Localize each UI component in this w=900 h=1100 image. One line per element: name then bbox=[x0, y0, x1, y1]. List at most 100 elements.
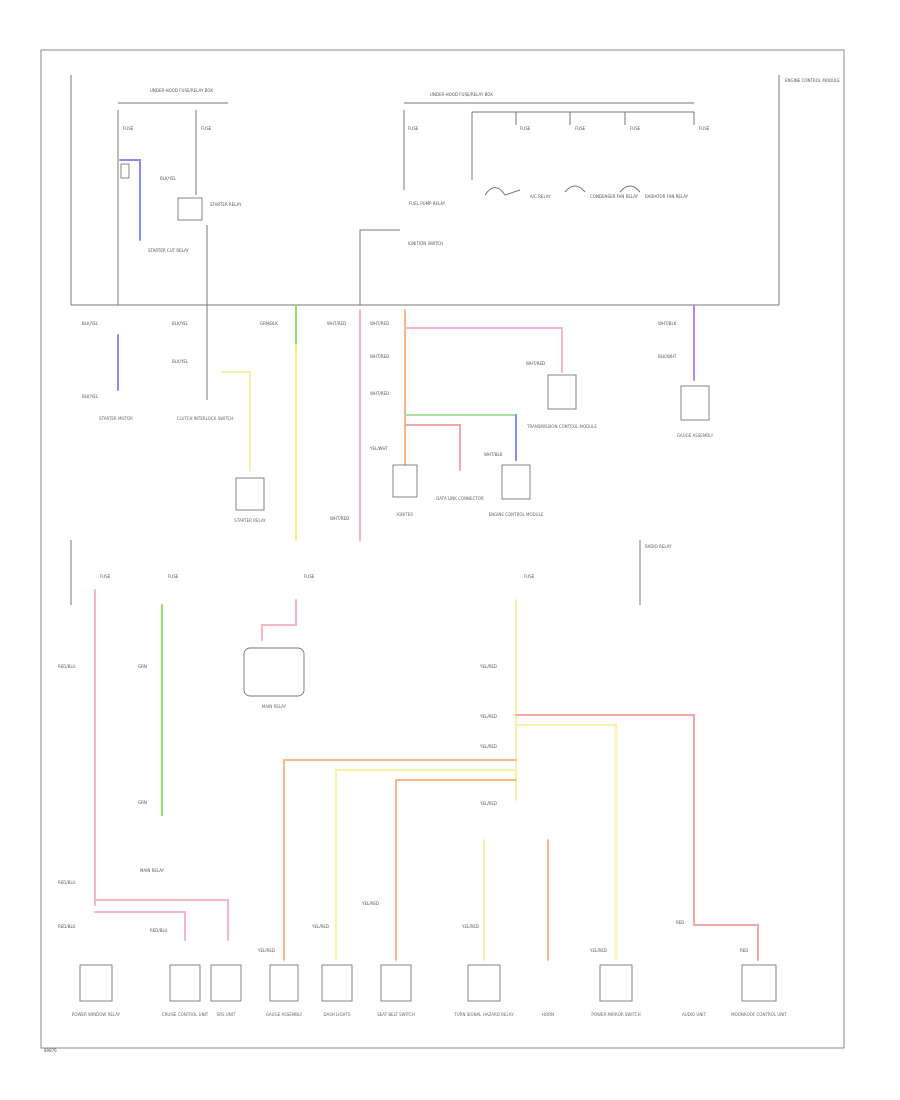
wire-label-10: WHT/RED bbox=[370, 391, 389, 396]
comp-box-7 bbox=[467, 964, 501, 1002]
comp-box-6 bbox=[380, 964, 412, 1002]
svg-text:FUSE: FUSE bbox=[168, 574, 179, 579]
comp-label-9: POWER MIRROR SWITCH bbox=[591, 1012, 640, 1017]
comp-label-5: DASH LIGHTS bbox=[323, 1012, 351, 1017]
svg-text:RED/BLU: RED/BLU bbox=[58, 924, 76, 929]
svg-text:YEL/RED: YEL/RED bbox=[361, 901, 379, 906]
tcm-box bbox=[547, 374, 577, 410]
wire-label-2: BLK/YEL bbox=[82, 394, 99, 399]
svg-text:BLK/YEL: BLK/YEL bbox=[160, 176, 177, 181]
igniter-label: IGNITER bbox=[397, 512, 413, 517]
wire-label-1: BLK/YEL bbox=[82, 321, 99, 326]
svg-text:YEL/RED: YEL/RED bbox=[461, 924, 479, 929]
svg-text:CONDENSER FAN RELAY: CONDENSER FAN RELAY bbox=[590, 194, 639, 199]
svg-text:FUSE: FUSE bbox=[201, 126, 212, 131]
wire-red-branch bbox=[693, 924, 759, 961]
gauge-box bbox=[680, 385, 710, 421]
svg-text:YEL/RED: YEL/RED bbox=[311, 924, 329, 929]
svg-text:FUSE: FUSE bbox=[575, 126, 586, 131]
svg-text:FUSE: FUSE bbox=[100, 574, 111, 579]
wire-label-15: BLK/WHT bbox=[658, 354, 677, 359]
wire-label-b9: YEL/RED bbox=[479, 744, 497, 749]
ig-label: IGNITION SWITCH bbox=[408, 241, 443, 246]
wire-label-b7: YEL/RED bbox=[479, 664, 497, 669]
svg-text:RED/BLU: RED/BLU bbox=[58, 880, 76, 885]
wire-lightyellow-starter-relay bbox=[221, 371, 251, 471]
fuse-block-left-label: UNDER-HOOD FUSE/RELAY BOX bbox=[150, 88, 213, 93]
wire-label-4: BLK/YEL bbox=[172, 359, 189, 364]
wire-label-13: WHT/BLK bbox=[484, 452, 503, 457]
svg-text:FUEL PUMP RELAY: FUEL PUMP RELAY bbox=[409, 201, 446, 206]
clutch-switch-label: CLUTCH INTERLOCK SWITCH bbox=[177, 416, 234, 421]
comp-label-3: SRS UNIT bbox=[217, 1012, 236, 1017]
svg-text:RED: RED bbox=[740, 948, 748, 953]
relay-note: MAIN RELAY bbox=[140, 868, 165, 873]
side-label: ENGINE CONTROL MODULE bbox=[785, 78, 840, 83]
svg-text:RED/BLU: RED/BLU bbox=[150, 928, 168, 933]
relay-row: FUEL PUMP RELAY A/C RELAY CONDENSER FAN … bbox=[409, 185, 689, 206]
wire-label-3: BLK/YEL bbox=[172, 321, 189, 326]
fuse-box-mark bbox=[120, 163, 130, 179]
wire-yellow-dash bbox=[335, 769, 517, 961]
svg-text:FUSE: FUSE bbox=[408, 126, 419, 131]
wire-label-b10: YEL/RED bbox=[479, 801, 497, 806]
main-relay-box bbox=[243, 647, 305, 697]
wire-orange-gauge bbox=[283, 759, 517, 961]
wire-label-7: WHT/RED bbox=[330, 516, 349, 521]
comp-label-11: MOONROOF CONTROL UNIT bbox=[731, 1012, 787, 1017]
svg-text:FUSE: FUSE bbox=[123, 126, 134, 131]
comp-label-8: HORN bbox=[542, 1012, 554, 1017]
wire-label-6: WHT/RED bbox=[327, 321, 346, 326]
bottom-wire-labels: RED/BLU RED/BLU RED/BLU YEL/RED YEL/RED … bbox=[58, 880, 748, 953]
comp-label-1: POWER WINDOW RELAY bbox=[72, 1012, 121, 1017]
igniter-box bbox=[392, 464, 418, 498]
ecm-feed-line bbox=[359, 229, 400, 305]
svg-text:RED: RED bbox=[676, 920, 684, 925]
wire-pink-tcm bbox=[404, 327, 563, 373]
fuse-left-2: FUSE bbox=[195, 110, 212, 305]
wire-pink-main-relay bbox=[261, 599, 297, 641]
bottom-components: POWER WINDOW RELAY CRUISE CONTROL UNIT S… bbox=[72, 964, 787, 1017]
svg-text:STARTER RELAY: STARTER RELAY bbox=[210, 202, 242, 207]
wire-red-horn bbox=[515, 714, 695, 926]
starter-relay-box bbox=[235, 477, 265, 511]
svg-text:YEL/RED: YEL/RED bbox=[589, 948, 607, 953]
svg-text:FUSE: FUSE bbox=[524, 574, 535, 579]
main-relay-label: MAIN RELAY bbox=[262, 704, 287, 709]
comp-label-2: CRUISE CONTROL UNIT bbox=[162, 1012, 209, 1017]
wire-orange-seatbelt bbox=[395, 779, 517, 961]
wire-pink-branch-a bbox=[94, 899, 229, 941]
wire-label-b8: YEL/RED bbox=[479, 714, 497, 719]
comp-box-2 bbox=[169, 964, 201, 1002]
lower-fuse-box-label: RADIO RELAY bbox=[645, 544, 672, 549]
comp-label-4: GAUGE ASSEMBLY bbox=[266, 1012, 303, 1017]
comp-box-1 bbox=[79, 964, 113, 1002]
svg-text:FUSE: FUSE bbox=[304, 574, 315, 579]
dlc-label: DATA LINK CONNECTOR bbox=[436, 496, 484, 501]
diagram-frame bbox=[40, 49, 845, 1049]
wire-red-dlc bbox=[404, 424, 461, 471]
relay-switch-left: STARTER RELAY BLK/YEL bbox=[160, 176, 242, 221]
comp-label-6: SEAT BELT SWITCH bbox=[377, 1012, 415, 1017]
comp-box-3 bbox=[210, 964, 242, 1002]
corner-mark: 89876 bbox=[44, 1048, 57, 1053]
comp-box-9 bbox=[599, 964, 633, 1002]
fuse-right-group: FUSE FUSE FUSE FUSE FUSE bbox=[403, 110, 710, 190]
blue-coil-wire bbox=[119, 159, 141, 241]
comp-box-5 bbox=[321, 964, 353, 1002]
fuse-block-right-label: UNDER-HOOD FUSE/RELAY BOX bbox=[430, 92, 493, 97]
comp-box-11 bbox=[741, 964, 777, 1002]
svg-text:FUSE: FUSE bbox=[520, 126, 531, 131]
wire-label-9: WHT/RED bbox=[370, 354, 389, 359]
svg-text:FUSE: FUSE bbox=[630, 126, 641, 131]
starter-motor-label: STARTER MOTOR bbox=[99, 416, 133, 421]
wire-label-b2: GRN bbox=[138, 664, 147, 669]
svg-text:FUSE: FUSE bbox=[699, 126, 710, 131]
ecm-box bbox=[501, 464, 531, 500]
comp-label-10: AUDIO UNIT bbox=[682, 1012, 706, 1017]
wire-label-12: YEL/WHT bbox=[369, 446, 389, 451]
starter-cut-relay-label: STARTER CUT RELAY bbox=[148, 248, 189, 253]
starter-relay-label: STARTER RELAY bbox=[234, 518, 266, 523]
gauge-label: GAUGE ASSEMBLY bbox=[677, 433, 714, 438]
